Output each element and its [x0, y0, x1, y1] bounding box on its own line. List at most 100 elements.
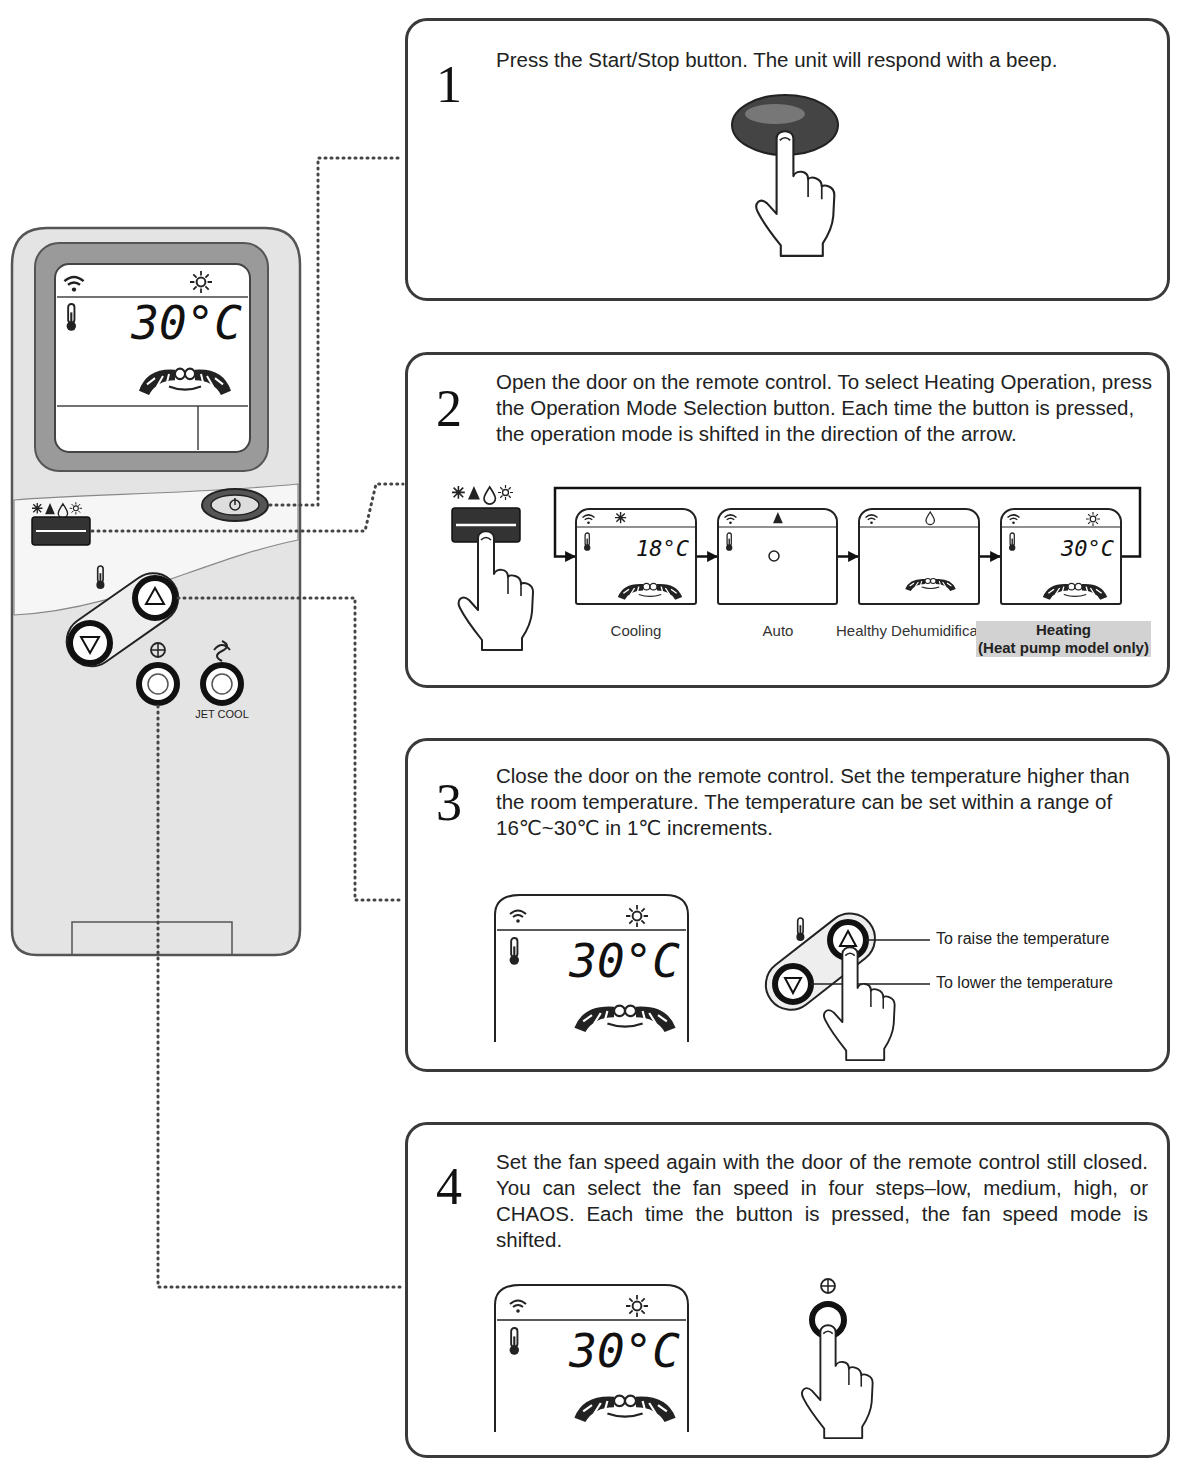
mode-screen: 18°CCooling — [575, 508, 697, 605]
mode-button-illustration — [456, 524, 516, 527]
remote-control — [32, 502, 82, 518]
lcd-icons — [1086, 512, 1100, 526]
leader-line — [158, 706, 403, 1287]
step-text: Set the fan speed again with the door of… — [496, 1149, 1148, 1253]
display-temperature: 30°C — [556, 938, 680, 984]
temperature-illustration — [495, 895, 688, 1042]
remote-control — [135, 578, 175, 618]
remote-control — [212, 674, 232, 694]
remote-control — [139, 665, 177, 703]
flow-arrow — [980, 555, 1000, 558]
fan-speed-illustration — [510, 1328, 519, 1355]
remote-control — [12, 228, 300, 955]
remote-control — [72, 922, 232, 955]
remote-control — [67, 304, 76, 331]
button-label: JET COOL — [190, 708, 254, 720]
jet-cool-symbol — [214, 641, 230, 661]
temperature-illustration — [796, 918, 804, 941]
remote-control — [146, 588, 164, 604]
callout-label: To lower the temperature — [934, 974, 1115, 992]
remote-control — [35, 243, 268, 471]
leader-line — [270, 158, 403, 505]
remote-control — [12, 228, 300, 955]
step-number: 4 — [436, 1161, 462, 1213]
fan-speed-illustration — [802, 1325, 873, 1438]
step-number: 2 — [436, 383, 462, 435]
temperature-illustration — [497, 929, 686, 931]
temperature-illustration — [824, 947, 895, 1060]
lcd-icons — [577, 512, 1120, 600]
lcd-icons — [1043, 583, 1107, 599]
temperature-illustration — [495, 895, 930, 1060]
fan-speed-illustration — [821, 1279, 835, 1293]
temperature-illustration — [626, 905, 648, 927]
remote-control — [70, 623, 110, 663]
flow-arrow — [838, 555, 858, 558]
fan-speed-illustration — [495, 1285, 688, 1432]
mode-button-illustration — [459, 531, 533, 650]
lcd-icons — [577, 526, 695, 527]
mode-screen: Auto — [717, 508, 838, 605]
lcd-icons — [615, 512, 626, 523]
lcd-icons — [719, 526, 837, 527]
step-panel: 3Close the door on the remote control. S… — [405, 738, 1170, 1072]
mode-name: Cooling — [547, 623, 725, 639]
flow-arrow — [697, 555, 717, 558]
lcd-icons — [1008, 515, 1020, 524]
leader-line — [92, 484, 403, 531]
lcd-icons — [905, 579, 956, 592]
mode-button-illustration — [452, 485, 513, 504]
temperature-illustration — [574, 1006, 675, 1032]
temperature-illustration — [811, 940, 930, 984]
step-number: 1 — [436, 59, 462, 111]
temperature-illustration — [840, 931, 856, 946]
lcd-icons — [583, 515, 595, 524]
display-temperature: 30°C — [556, 1328, 680, 1374]
lcd-icons — [769, 551, 779, 561]
fan-symbol — [151, 643, 165, 657]
lcd-icons — [725, 515, 737, 524]
remote-control — [32, 517, 90, 545]
remote-control — [139, 369, 231, 395]
temperature-illustration — [510, 938, 519, 965]
leader-line — [178, 598, 403, 900]
remote-control — [96, 566, 104, 589]
fan-speed-illustration — [626, 1295, 648, 1317]
remote-control — [64, 277, 83, 292]
set-temperature: 18°C — [636, 538, 689, 560]
remote-control — [57, 406, 248, 450]
step-panel: 1 Press the Start/Stop button. The unit w… — [405, 18, 1170, 301]
remote-control — [190, 271, 212, 293]
fan-speed-illustration — [574, 1396, 675, 1422]
lcd-icons — [926, 512, 934, 525]
fan-speed-illustration — [497, 1319, 686, 1321]
leader-line — [92, 158, 403, 1287]
remote-control — [202, 489, 268, 521]
temperature-illustration — [775, 966, 811, 1002]
remote-control — [36, 530, 86, 532]
lcd-icons — [726, 533, 732, 551]
set-temperature: 30°C — [1061, 538, 1114, 560]
lcd-icons — [618, 583, 682, 599]
fan-speed-illustration — [821, 1279, 835, 1293]
step-text: Press the Start/Stop button. The unit wi… — [496, 47, 1156, 73]
start-stop-illustration — [756, 131, 834, 256]
lcd-icons — [584, 533, 590, 551]
step-panel: 4 Set the fan speed again with the door o… — [405, 1122, 1170, 1458]
step-panel: 2Open the door on the remote control. To… — [405, 352, 1170, 688]
display-temperature: 30°C — [120, 300, 242, 346]
fan-symbol — [151, 643, 165, 657]
remote-control — [57, 296, 248, 298]
start-stop-illustration — [732, 95, 838, 256]
mode-screen: 30°CHeating(Heat pump model only) — [1000, 508, 1122, 605]
lcd-icons — [1002, 526, 1120, 527]
fan-speed-illustration — [495, 1279, 873, 1438]
fan-speed-illustration — [510, 1301, 526, 1313]
mode-name: Heating — [976, 621, 1151, 639]
callout-label: To raise the temperature — [934, 930, 1111, 948]
lcd-icons — [773, 512, 783, 523]
remote-control — [203, 665, 241, 703]
